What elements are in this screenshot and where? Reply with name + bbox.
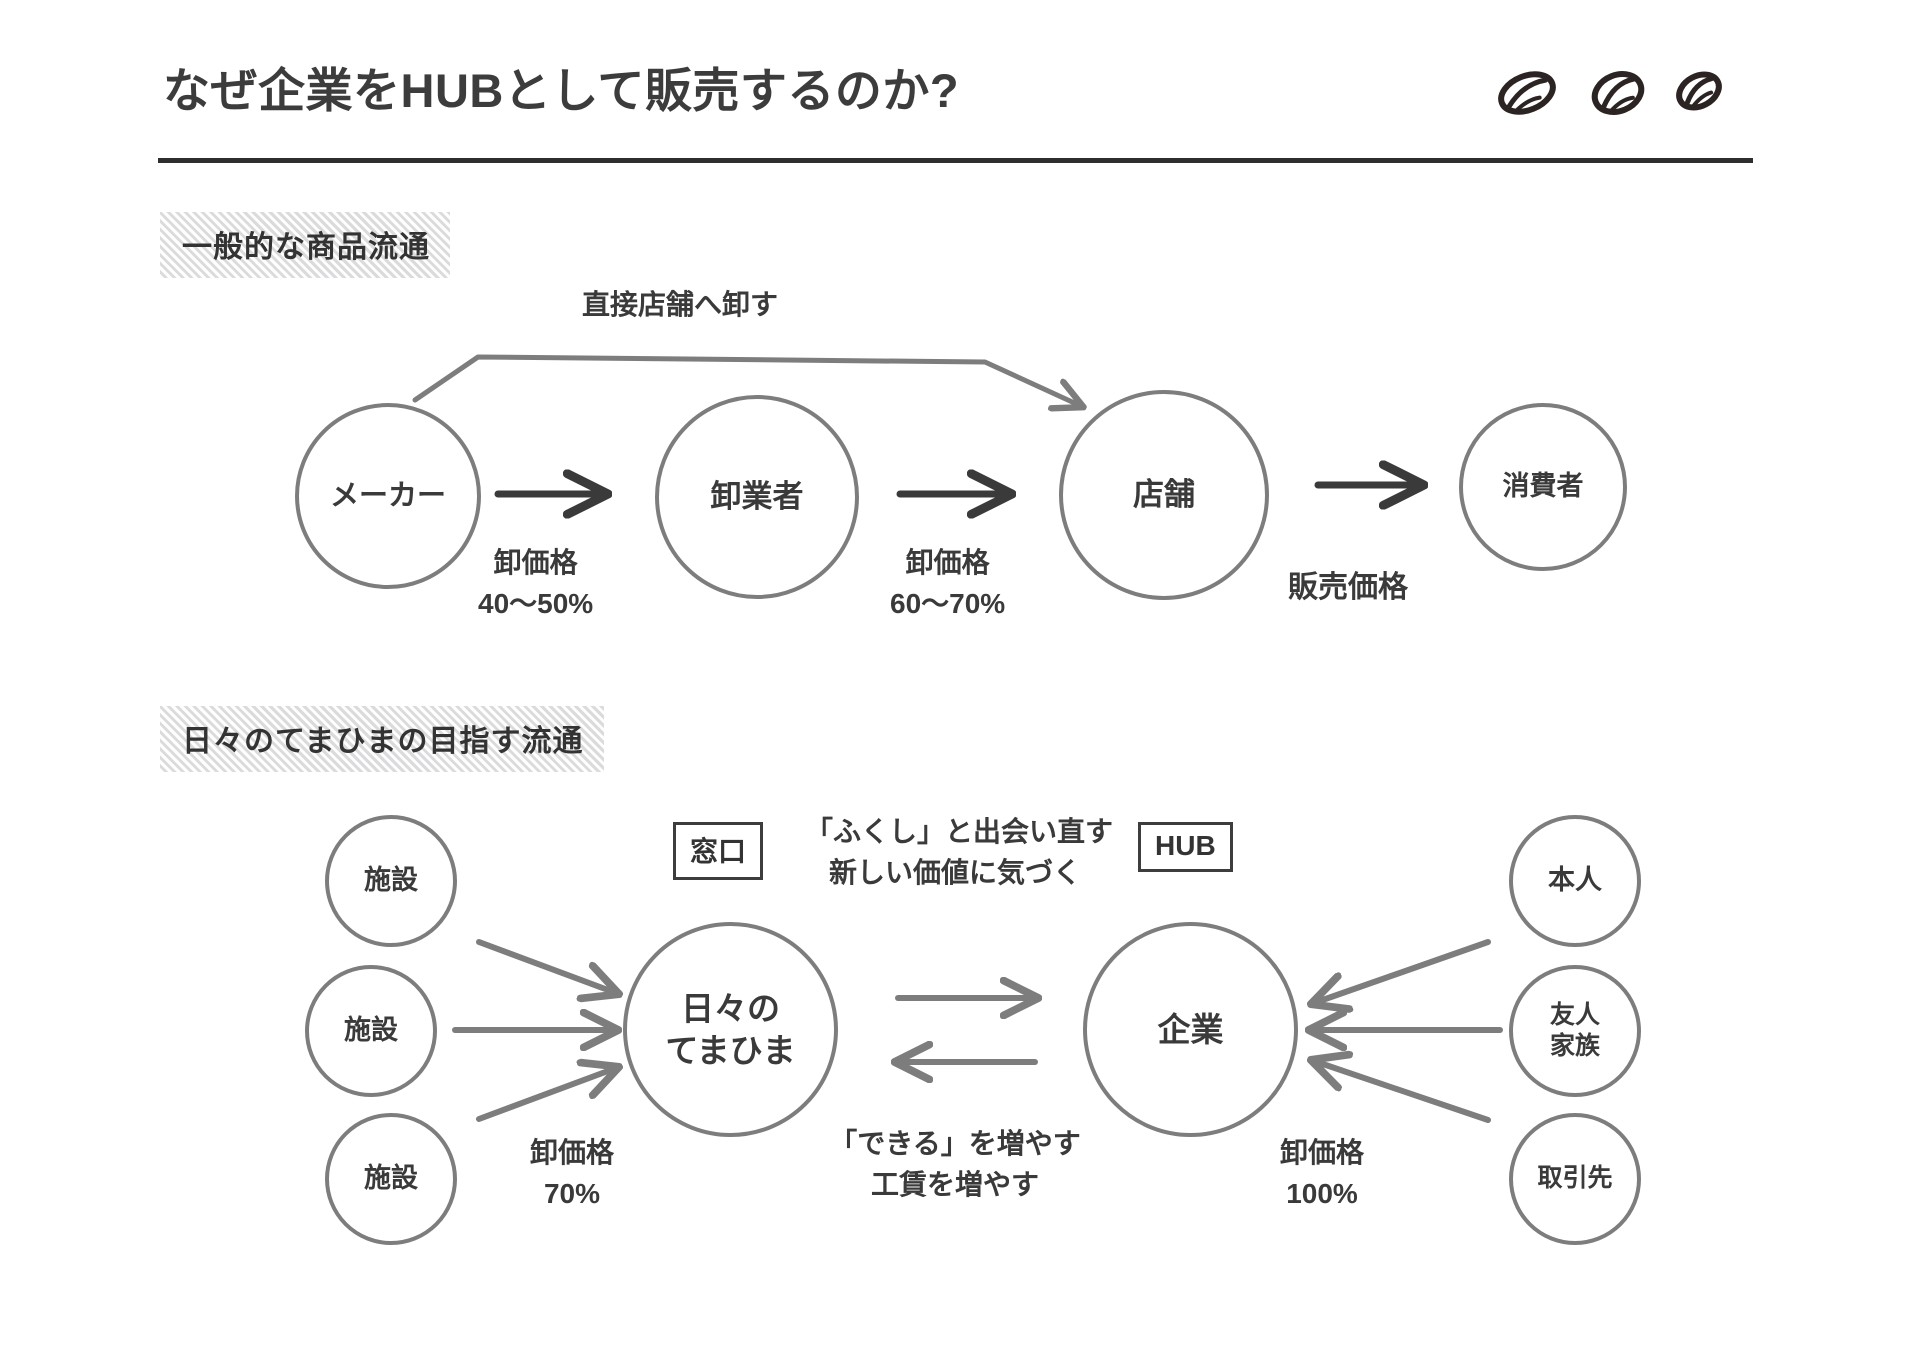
node-consumer[interactable]: 消費者	[1459, 403, 1627, 571]
node-label: 施設	[364, 1163, 418, 1194]
node-label: 企業	[1157, 1010, 1224, 1048]
node-facility-2[interactable]: 施設	[305, 965, 437, 1097]
node-label: 卸業者	[710, 478, 804, 514]
caption-price-maker-wholesaler: 卸価格 40〜50%	[478, 543, 593, 624]
arrow-facility3-to-hibi	[476, 1068, 616, 1122]
caption-line-1: 卸価格	[1280, 1137, 1365, 1168]
node-label: 店舗	[1133, 476, 1195, 512]
coffee-bean-icon	[1498, 71, 1556, 115]
node-label-line-2: 家族	[1549, 1032, 1600, 1060]
tag-hub: HUB	[1138, 822, 1233, 872]
section-header-general-flow: 一般的な商品流通	[160, 212, 450, 278]
node-facility-1[interactable]: 施設	[325, 815, 457, 947]
caption-line-1: 卸価格	[493, 547, 578, 578]
node-label: メーカー	[329, 479, 446, 512]
node-hibi-no-temahima[interactable]: 日々の てまひま	[623, 922, 838, 1137]
node-kigyo[interactable]: 企業	[1083, 922, 1298, 1137]
caption-line-1: 「できる」を増やす	[829, 1128, 1081, 1159]
caption-bypass-label: 直接店舗へ卸す	[582, 289, 779, 320]
title-divider	[158, 158, 1753, 163]
caption-value-top: 「ふくし」と出会い直す 新しい価値に気づく	[805, 812, 1114, 893]
tag-madoguchi: 窓口	[673, 822, 764, 880]
caption-price-kigyo: 卸価格 100%	[1280, 1133, 1364, 1214]
caption-line-2: 新しい価値に気づく	[828, 856, 1081, 888]
node-torihikisaki[interactable]: 取引先	[1509, 1113, 1641, 1245]
caption-line-1: 「ふくし」と出会い直す	[805, 816, 1114, 847]
coffee-bean-icon	[1591, 71, 1645, 115]
caption-line-1: 卸価格	[905, 547, 990, 578]
coffee-bean-icon	[1676, 71, 1722, 111]
caption-line-2: 工賃を増やす	[870, 1168, 1039, 1200]
node-label-line-2: てまひま	[665, 1031, 796, 1069]
caption-line-1: 卸価格	[530, 1137, 615, 1168]
node-label: 施設	[344, 1015, 398, 1046]
node-label: 施設	[364, 865, 418, 896]
node-wholesaler[interactable]: 卸業者	[655, 395, 859, 599]
node-label: 本人	[1548, 865, 1602, 896]
node-label-line-1: 友人	[1549, 1000, 1600, 1029]
node-yujin-kazoku[interactable]: 友人 家族	[1509, 965, 1641, 1097]
caption-value-bottom: 「できる」を増やす 工賃を増やす	[825, 1124, 1085, 1205]
node-maker[interactable]: メーカー	[295, 403, 481, 589]
coffee-bean-decoration	[1495, 58, 1745, 128]
arrow-torihiki-to-kigyo	[1314, 1061, 1491, 1123]
node-store[interactable]: 店舗	[1059, 390, 1269, 600]
node-label-line-1: 日々の	[680, 990, 780, 1028]
arrow-honnin-to-kigyo	[1314, 939, 1491, 1003]
node-facility-3[interactable]: 施設	[325, 1113, 457, 1245]
node-label: 取引先	[1537, 1164, 1613, 1193]
arrow-facility1-to-hibi	[476, 939, 616, 993]
caption-line-2: 40〜50%	[478, 587, 594, 619]
section-header-target-flow: 日々のてまひまの目指す流通	[160, 706, 604, 772]
caption-price-store-consumer: 販売価格	[1288, 571, 1408, 604]
caption-line-2: 70%	[543, 1177, 601, 1209]
caption-line-2: 60〜70%	[890, 587, 1006, 619]
page-title: なぜ企業をHUBとして販売するのか?	[163, 64, 960, 117]
caption-line-2: 100%	[1286, 1177, 1358, 1209]
node-label: 消費者	[1502, 471, 1584, 502]
caption-price-wholesaler-store: 卸価格 60〜70%	[890, 543, 1005, 624]
coffee-bean-icon-group	[1498, 71, 1722, 115]
caption-price-facility-hibi: 卸価格 70%	[530, 1133, 614, 1214]
node-honnin[interactable]: 本人	[1509, 815, 1641, 947]
